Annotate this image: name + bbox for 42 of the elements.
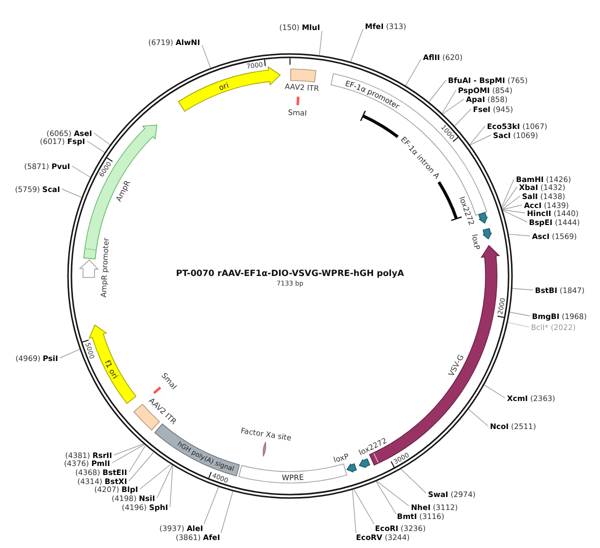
leader-line	[442, 98, 464, 114]
leader-line	[400, 468, 426, 494]
leader-line	[502, 209, 526, 214]
plasmid-name: PT-0070 rAAV-EF1α-DIO-VSVG-WPRE-hGH polyA	[176, 269, 404, 279]
leader-line	[376, 480, 410, 506]
leader-line	[484, 384, 506, 398]
leader-line	[62, 188, 82, 198]
leader-line	[512, 288, 534, 290]
leader-line	[352, 490, 356, 534]
leader-line	[114, 444, 144, 456]
leader-line	[502, 204, 522, 210]
leader-line	[94, 132, 110, 146]
leader-line	[470, 134, 492, 146]
leader-line	[510, 312, 530, 316]
leader-line	[376, 481, 396, 514]
leader-line	[350, 28, 364, 62]
leader-line	[502, 178, 514, 208]
leader-line	[220, 491, 234, 534]
leader-line	[202, 44, 211, 68]
leader-line	[454, 108, 472, 126]
leader-line	[442, 90, 456, 114]
leader-line	[428, 80, 446, 102]
leader-line	[128, 445, 146, 472]
leader-line	[470, 126, 486, 145]
leader-line	[354, 489, 374, 524]
leader-line	[319, 30, 322, 56]
leader-line	[468, 408, 488, 426]
leader-line	[60, 348, 80, 358]
leader-line	[502, 186, 518, 208]
leader-line	[112, 444, 145, 464]
leader-line	[72, 166, 91, 178]
leader-line	[508, 234, 530, 236]
leader-line	[502, 210, 528, 222]
leader-line	[508, 322, 530, 328]
leader-line	[140, 464, 172, 490]
leader-line	[204, 486, 219, 524]
leader-line	[170, 465, 174, 508]
leader-line	[405, 58, 422, 86]
leader-line	[86, 140, 105, 153]
leader-line	[156, 464, 173, 498]
leader-line	[502, 196, 520, 210]
leader-line	[128, 452, 154, 482]
